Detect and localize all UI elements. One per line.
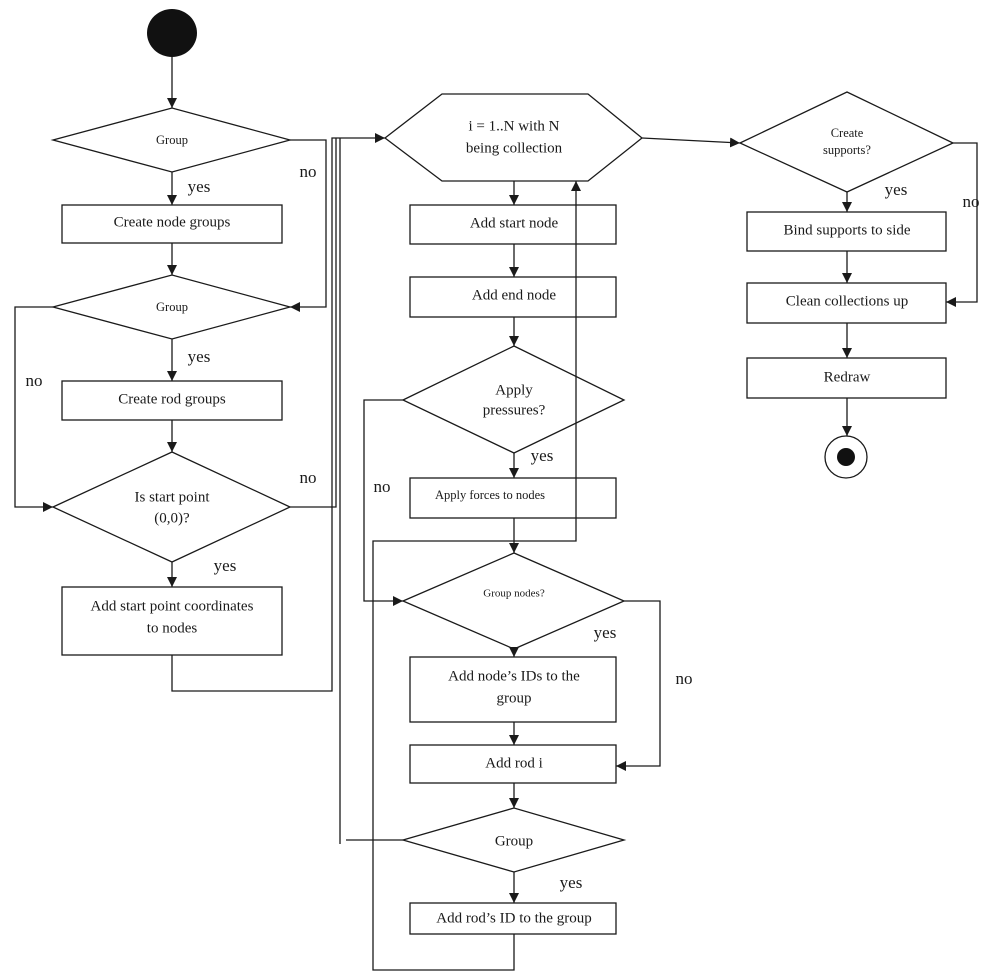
pressures-label-line2: pressures? <box>483 402 546 418</box>
add-rod-id-label: Add rod’s ID to the group <box>436 910 591 926</box>
edge-label-supports-yes: yes <box>885 180 908 199</box>
add-end-node-step <box>409 276 617 318</box>
edge-label-pressures-no: no <box>374 477 391 496</box>
add-start-coordinates-step <box>61 586 283 656</box>
add-node-ids-label-line2: group <box>497 690 532 706</box>
connector-coords-to-loop <box>171 133 385 692</box>
connector-group2-no <box>14 306 53 512</box>
edge-label-supports-no: no <box>963 192 980 211</box>
group-nodes-decision <box>401 552 626 650</box>
edge-label-group1-yes: yes <box>188 177 211 196</box>
connector-supports-no <box>946 142 978 307</box>
supports-label-line2: supports? <box>823 143 871 157</box>
supports-label-line1: Create <box>831 126 864 140</box>
bind-supports-step <box>746 211 947 252</box>
group-decision-2-label: Group <box>156 300 188 314</box>
add-start-node-step <box>409 204 617 245</box>
edge-label-groupnodes-no: no <box>676 669 693 688</box>
loop-label-line2: being collection <box>466 140 563 156</box>
connector-groupnodes-no <box>616 600 661 771</box>
group-decision-1-label: Group <box>156 133 188 147</box>
redraw-label: Redraw <box>824 369 871 385</box>
connector-loop-return <box>372 181 581 971</box>
add-start-coords-label-line2: to nodes <box>147 620 198 636</box>
apply-forces-label: Apply forces to nodes <box>435 488 545 502</box>
loop-label-line1: i = 1..N with N <box>469 118 560 134</box>
connector-loop-to-supports <box>641 137 741 148</box>
add-node-ids-label-line1: Add node’s IDs to the <box>448 668 580 684</box>
clean-collections-step <box>746 282 947 324</box>
redraw-step <box>746 357 947 399</box>
apply-forces-step <box>409 477 617 519</box>
start-node <box>147 9 197 57</box>
edge-label-group2-no: no <box>26 371 43 390</box>
group-decision-3-label: Group <box>495 833 533 849</box>
pressures-label-line1: Apply <box>495 382 533 398</box>
bind-supports-label: Bind supports to side <box>783 222 910 238</box>
add-rod-id-step <box>409 902 617 935</box>
edge-label-startpoint-yes: yes <box>214 556 237 575</box>
edge-label-group2-yes: yes <box>188 347 211 366</box>
create-node-groups-step <box>61 204 283 244</box>
edge-label-group1-no: no <box>300 162 317 181</box>
group-decision-3 <box>400 807 627 873</box>
loop-hexagon <box>383 93 644 182</box>
end-node <box>837 448 855 466</box>
pressures-decision <box>401 345 626 454</box>
add-node-ids-step <box>409 656 617 723</box>
connector-startpoint-no <box>290 138 337 508</box>
add-end-node-label: Add end node <box>472 287 556 303</box>
add-rod-label: Add rod i <box>485 755 543 771</box>
create-node-groups-label: Create node groups <box>114 214 231 230</box>
start-point-decision <box>51 451 292 563</box>
create-rod-groups-label: Create rod groups <box>118 391 226 407</box>
add-start-coords-label-line1: Add start point coordinates <box>91 598 254 614</box>
edge-label-startpoint-no: no <box>300 468 317 487</box>
edge-label-groupnodes-yes: yes <box>594 623 617 642</box>
edge-label-pressures-yes: yes <box>531 446 554 465</box>
start-point-label-line1: Is start point <box>135 489 211 505</box>
connector-group1-no <box>290 139 327 312</box>
start-point-label-line2: (0,0)? <box>154 510 190 526</box>
add-start-node-label: Add start node <box>470 215 559 231</box>
connector-pressures-no <box>363 399 403 606</box>
edge-label-group3-yes: yes <box>560 873 583 892</box>
clean-collections-label: Clean collections up <box>786 293 908 309</box>
group-nodes-label: Group nodes? <box>483 588 545 600</box>
